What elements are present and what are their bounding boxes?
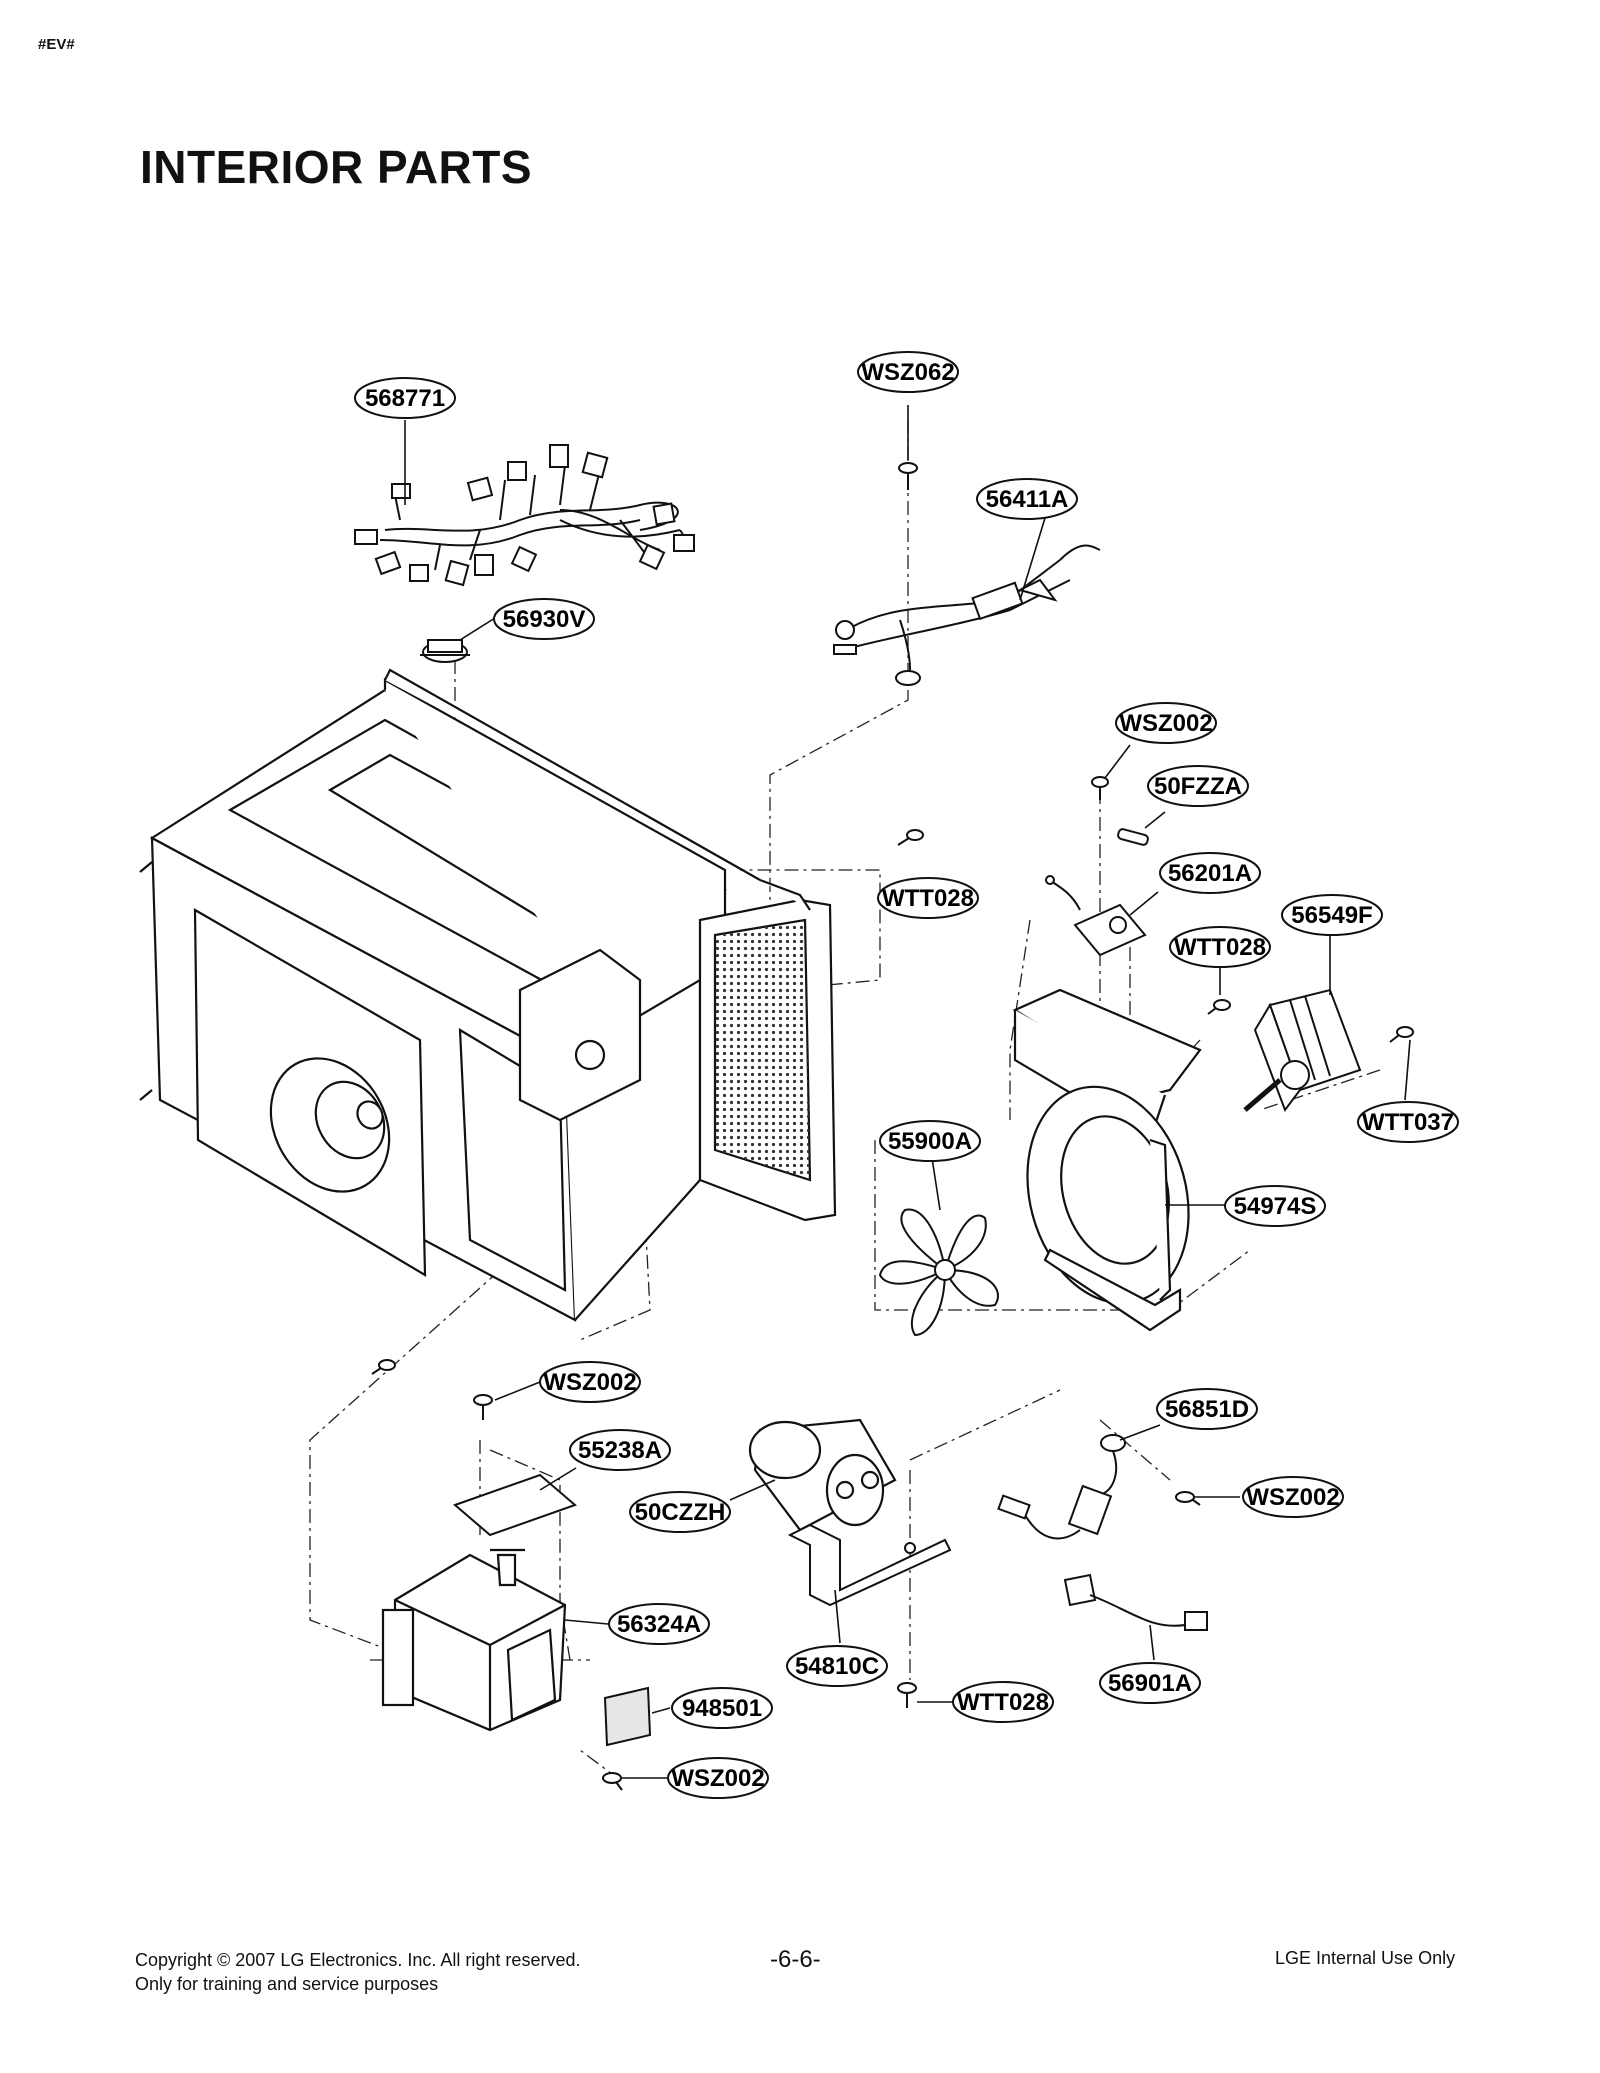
part-code: 568771 — [365, 385, 445, 412]
part-code: 54974S — [1234, 1193, 1317, 1220]
page-number: -6-6- — [770, 1946, 821, 1973]
screw-wsz002-bottom — [602, 1772, 623, 1791]
part-code: WSZ002 — [1246, 1484, 1339, 1511]
part-code: 50CZZH — [635, 1499, 726, 1526]
callout-56411a: 56411A — [976, 478, 1078, 520]
part-code: WTT037 — [1362, 1109, 1454, 1136]
screw-wtt028-right — [1207, 999, 1231, 1015]
part-code: 56201A — [1168, 860, 1252, 887]
wire-harness-568771 — [354, 444, 695, 587]
capacitor-50czzh — [748, 1418, 897, 1532]
screw-wtt028-upper — [897, 829, 924, 846]
fan-blade-55900a — [878, 1208, 999, 1337]
plate-55238a — [453, 1473, 577, 1537]
footer-left: Copyright © 2007 LG Electronics. Inc. Al… — [135, 1948, 580, 1996]
part-code: 56324A — [617, 1611, 701, 1638]
callout-54974s: 54974S — [1224, 1185, 1326, 1227]
callout-wsz002-bottom: WSZ002 — [667, 1757, 769, 1799]
callout-56201a: 56201A — [1159, 852, 1261, 894]
callout-948501: 948501 — [671, 1687, 773, 1729]
callout-50czzh: 50CZZH — [629, 1491, 731, 1533]
part-code: 55900A — [888, 1128, 972, 1155]
part-code: 56930V — [503, 606, 586, 633]
screws — [371, 462, 1414, 1791]
callout-labels: 568771 WSZ062 56411A 56930V WSZ002 50FZZ… — [354, 351, 1459, 1799]
gasket-948501 — [603, 1686, 652, 1747]
part-code: 56549F — [1291, 902, 1372, 929]
callout-wsz002-mid: WSZ002 — [539, 1361, 641, 1403]
callout-55900a: 55900A — [879, 1120, 981, 1162]
fan-motor-56549f — [1243, 988, 1362, 1113]
screw-wtt028-bottom — [897, 1682, 917, 1708]
wire-56901a — [1063, 1573, 1208, 1631]
part-code: WTT028 — [1174, 934, 1266, 961]
document-tag: #EV# — [38, 36, 75, 53]
part-code: 50FZZA — [1154, 773, 1242, 800]
part-code: 56851D — [1165, 1396, 1249, 1423]
leader-lines — [404, 405, 1411, 1779]
part-code: WTT028 — [882, 885, 974, 912]
callout-56324a: 56324A — [608, 1603, 710, 1645]
thermostat-56930v — [420, 639, 470, 663]
callout-56549f: 56549F — [1281, 894, 1383, 936]
callout-wtt028-left: WTT028 — [877, 877, 979, 919]
power-cord-56411a — [833, 544, 1101, 686]
screw-wsz002-right — [1175, 1491, 1201, 1506]
internal-use-note: LGE Internal Use Only — [1275, 1948, 1456, 1968]
screw-wtt037 — [1389, 1026, 1414, 1043]
callout-wtt037: WTT037 — [1357, 1101, 1459, 1143]
callout-568771: 568771 — [354, 377, 456, 419]
callout-wtt028-right: WTT028 — [1169, 926, 1271, 968]
fuse-50fzza — [1117, 828, 1149, 846]
callout-wtt028-bottom: WTT028 — [952, 1681, 1054, 1723]
part-code: WSZ002 — [543, 1369, 636, 1396]
callout-wsz002-top: WSZ002 — [1115, 702, 1217, 744]
page-title: INTERIOR PARTS — [140, 141, 533, 193]
callout-56901a: 56901A — [1099, 1662, 1201, 1704]
part-code: 56901A — [1108, 1670, 1192, 1697]
callout-56851d: 56851D — [1156, 1388, 1258, 1430]
part-code: 56411A — [986, 486, 1069, 513]
vent-panel — [698, 878, 837, 1222]
callout-wsz062: WSZ062 — [857, 351, 959, 393]
part-code: WSZ002 — [1119, 710, 1212, 737]
copyright-text: Copyright © 2007 LG Electronics. Inc. Al… — [135, 1950, 581, 1970]
part-code: 54810C — [795, 1653, 879, 1680]
thermal-cutout-56851d — [997, 1434, 1126, 1540]
noise-filter-56201a — [1045, 875, 1147, 957]
magnetron-56324a — [381, 1548, 567, 1732]
callout-50fzza: 50FZZA — [1147, 765, 1249, 807]
part-code: WTT028 — [957, 1689, 1049, 1716]
callout-wsz002-right: WSZ002 — [1242, 1476, 1344, 1518]
callout-56930v: 56930V — [493, 598, 595, 640]
oven-cavity — [139, 668, 761, 1322]
part-code: WSZ062 — [861, 359, 954, 386]
fan-duct-54974s — [1012, 988, 1202, 1332]
callout-55238a: 55238A — [569, 1429, 671, 1471]
screw-wsz062 — [898, 462, 918, 490]
screw-wsz002-mid — [473, 1394, 493, 1420]
screw-wsz002-top — [1091, 776, 1109, 800]
part-code: WSZ002 — [671, 1765, 764, 1792]
screw-bottom-left — [371, 1359, 396, 1375]
bracket-54810c — [787, 1523, 952, 1607]
part-code: 55238A — [578, 1437, 662, 1464]
part-code: 948501 — [682, 1695, 762, 1722]
callout-54810c: 54810C — [786, 1645, 888, 1687]
training-note: Only for training and service purposes — [135, 1974, 439, 1994]
